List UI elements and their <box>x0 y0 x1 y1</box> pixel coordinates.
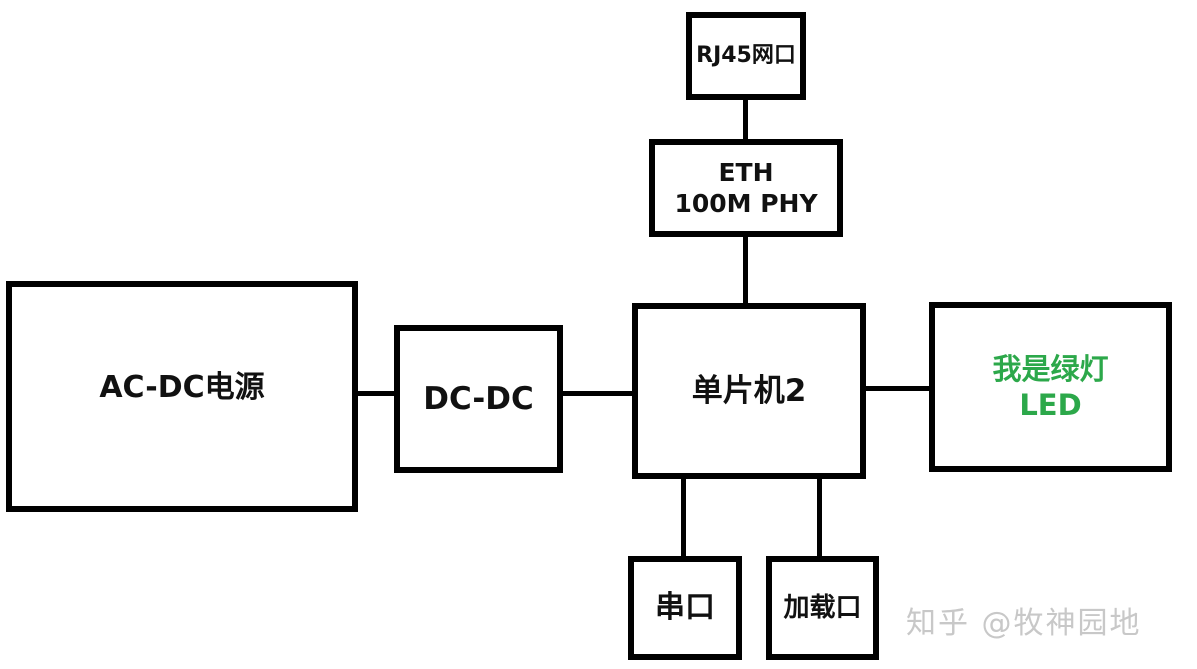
mcu-block: 单片机2 <box>632 303 866 479</box>
uart-label: 串口 <box>655 590 715 626</box>
dcdc-label: DC-DC <box>423 380 534 417</box>
connector-acdc-dcdc <box>355 391 398 396</box>
eth-phy-label-line2: 100M PHY <box>674 189 818 218</box>
led-block: 我是绿灯 LED <box>929 302 1172 472</box>
connector-mcu-led <box>862 386 933 391</box>
led-label-line1: 我是绿灯 <box>992 351 1109 386</box>
eth-phy-block: ETH 100M PHY <box>649 139 843 237</box>
acdc-power-block: AC-DC电源 <box>6 281 358 512</box>
connector-eth-mcu <box>743 234 748 306</box>
connector-mcu-load-port <box>817 476 822 560</box>
rj45-port-label: RJ45网口 <box>696 43 796 69</box>
load-port-block: 加载口 <box>766 556 879 660</box>
connector-mcu-uart <box>681 476 686 560</box>
connector-rj45-eth <box>743 97 748 141</box>
dcdc-block: DC-DC <box>394 325 563 473</box>
mcu-label: 单片机2 <box>691 372 807 409</box>
eth-phy-label-line1: ETH <box>718 157 774 187</box>
connector-dcdc-mcu <box>559 391 636 396</box>
uart-block: 串口 <box>628 556 742 660</box>
acdc-power-label: AC-DC电源 <box>99 370 265 405</box>
watermark-text: 知乎 @牧神园地 <box>906 606 1142 641</box>
led-label-line2: LED <box>1019 388 1082 422</box>
rj45-port-block: RJ45网口 <box>686 12 806 100</box>
load-port-label: 加载口 <box>783 592 862 623</box>
